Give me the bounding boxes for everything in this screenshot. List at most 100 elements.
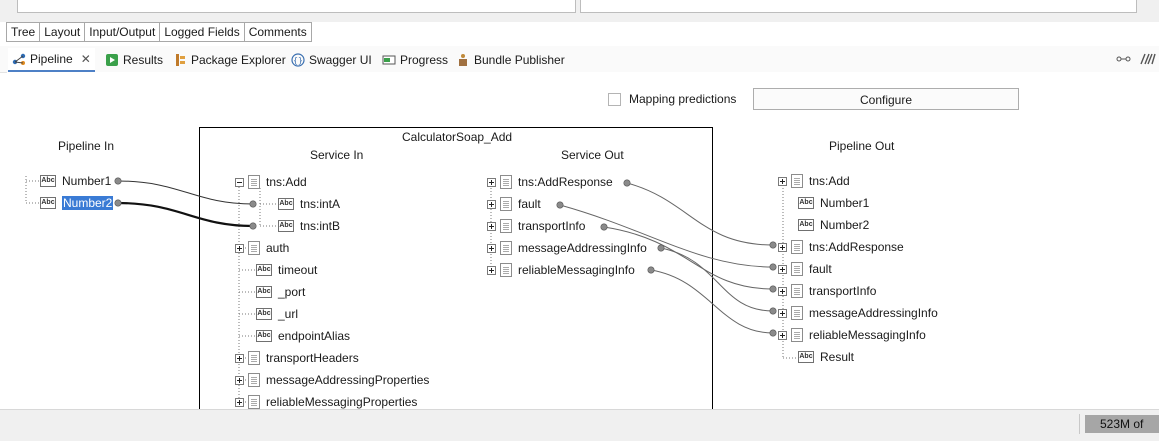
- service-out-add-response-port[interactable]: [623, 179, 631, 187]
- upper-panel-strip: [0, 0, 1159, 22]
- pipeline-in-number2-port[interactable]: [114, 199, 122, 207]
- link-addresponse[interactable]: [626, 182, 774, 246]
- service-in-url[interactable]: Abc _url: [256, 305, 298, 323]
- configure-button[interactable]: Configure: [753, 88, 1019, 110]
- expand-icon[interactable]: [487, 177, 496, 187]
- service-in-timeout[interactable]: Abc timeout: [256, 261, 317, 279]
- expand-icon[interactable]: [487, 221, 496, 231]
- expand-icon[interactable]: [235, 375, 244, 385]
- tab-input-output[interactable]: Input/Output: [85, 22, 161, 42]
- tab-package-explorer[interactable]: Package Explorer: [173, 51, 286, 69]
- expand-icon[interactable]: [487, 199, 496, 209]
- pipeline-out-add[interactable]: tns:Add: [778, 172, 850, 190]
- service-out-reliable-messaging-info-port[interactable]: [647, 266, 655, 274]
- minimize-icon[interactable]: [1116, 52, 1132, 66]
- link-number1-inta[interactable]: [117, 180, 254, 205]
- expand-icon[interactable]: [235, 397, 244, 407]
- tab-bundle-publisher[interactable]: Bundle Publisher: [456, 51, 565, 69]
- maximize-icon[interactable]: [1138, 51, 1156, 67]
- progress-icon: [382, 53, 396, 67]
- pipeline-out-transport-info[interactable]: transportInfo: [778, 282, 876, 300]
- service-out-transport-info[interactable]: transportInfo: [487, 217, 585, 235]
- service-in-endpoint-alias[interactable]: Abc endpointAlias: [256, 327, 350, 345]
- abc-field-icon: Abc: [278, 220, 294, 232]
- expand-icon[interactable]: [778, 286, 787, 296]
- service-out-add-response-label: tns:AddResponse: [518, 175, 613, 189]
- expand-icon[interactable]: [235, 353, 244, 363]
- status-separator: [1079, 414, 1080, 434]
- service-in-transport-headers[interactable]: transportHeaders: [235, 349, 359, 367]
- tab-pipeline[interactable]: Pipeline ✕: [8, 48, 95, 72]
- service-in-add[interactable]: tns:Add: [235, 173, 307, 191]
- results-icon: [105, 53, 119, 67]
- service-out-message-addressing-info[interactable]: messageAddressingInfo: [487, 239, 647, 257]
- pipeline-in-number2[interactable]: Abc Number2: [40, 194, 114, 212]
- expand-icon[interactable]: [778, 264, 787, 274]
- pipeline-out-result[interactable]: Abc Result: [798, 348, 854, 366]
- expand-icon[interactable]: [778, 176, 787, 186]
- service-out-message-addressing-info-port[interactable]: [657, 244, 665, 252]
- expand-icon[interactable]: [778, 242, 787, 252]
- pipeline-out-message-addressing-info[interactable]: messageAddressingInfo: [778, 304, 938, 322]
- expand-icon[interactable]: [487, 265, 496, 275]
- mapping-predictions-checkbox[interactable]: [608, 93, 621, 106]
- link-transport-info[interactable]: [603, 226, 774, 290]
- pipeline-out-add-response[interactable]: tns:AddResponse: [778, 238, 904, 256]
- pipeline-out-number1[interactable]: Abc Number1: [798, 194, 869, 212]
- abc-field-icon: Abc: [256, 286, 272, 298]
- link-reliable-messaging-info[interactable]: [650, 269, 774, 334]
- document-icon: [500, 197, 512, 211]
- service-in-reliable-messaging-properties[interactable]: reliableMessagingProperties: [235, 393, 417, 411]
- tab-progress[interactable]: Progress: [382, 51, 448, 69]
- tab-logged-fields[interactable]: Logged Fields: [160, 22, 245, 42]
- service-out-reliable-messaging-info[interactable]: reliableMessagingInfo: [487, 261, 635, 279]
- pipeline-out-transport-info-port[interactable]: [769, 285, 777, 293]
- expand-icon[interactable]: [778, 308, 787, 318]
- service-in-int-b[interactable]: Abc tns:intB: [278, 217, 340, 235]
- pipeline-out-number2[interactable]: Abc Number2: [798, 216, 869, 234]
- heap-status[interactable]: 523M of: [1085, 415, 1159, 433]
- tab-swagger-ui[interactable]: {} Swagger UI: [291, 51, 372, 69]
- service-out-fault[interactable]: fault: [487, 195, 541, 213]
- pipeline-in-number1-port[interactable]: [114, 177, 122, 185]
- document-icon: [500, 241, 512, 255]
- status-bar: [0, 409, 1159, 441]
- link-fault[interactable]: [559, 204, 774, 268]
- service-out-add-response[interactable]: tns:AddResponse: [487, 173, 613, 191]
- service-in-int-b-port[interactable]: [249, 222, 257, 230]
- pipeline-out-reliable-messaging-info-port[interactable]: [769, 329, 777, 337]
- collapse-icon[interactable]: [235, 177, 244, 187]
- pipeline-out-fault-port[interactable]: [769, 263, 777, 271]
- pipeline-out-add-response-port[interactable]: [769, 241, 777, 249]
- link-number2-intb[interactable]: [117, 201, 254, 228]
- close-icon[interactable]: ✕: [80, 52, 91, 66]
- service-in-auth[interactable]: auth: [235, 239, 289, 257]
- upper-field-right[interactable]: [580, 0, 1137, 13]
- tab-comments[interactable]: Comments: [244, 22, 312, 42]
- pipeline-out-message-addressing-info-port[interactable]: [769, 307, 777, 315]
- svg-text:{}: {}: [293, 56, 303, 65]
- expand-icon[interactable]: [487, 243, 496, 253]
- pipeline-out-reliable-messaging-info[interactable]: reliableMessagingInfo: [778, 326, 926, 344]
- expand-icon[interactable]: [235, 243, 244, 253]
- tab-results-label: Results: [123, 53, 164, 67]
- document-icon: [248, 241, 260, 255]
- service-in-int-a-port[interactable]: [249, 200, 257, 208]
- abc-field-icon: Abc: [40, 197, 56, 209]
- pipeline-in-number2-label: Number2: [62, 196, 114, 210]
- pipeline-out-fault[interactable]: fault: [778, 260, 832, 278]
- service-out-fault-port[interactable]: [556, 201, 564, 209]
- expand-icon[interactable]: [778, 330, 787, 340]
- service-in-port[interactable]: Abc _port: [256, 283, 305, 301]
- service-in-message-addressing-properties[interactable]: messageAddressingProperties: [235, 371, 429, 389]
- tab-layout[interactable]: Layout: [40, 22, 86, 42]
- tab-results[interactable]: Results: [105, 51, 163, 69]
- service-in-port-label: _port: [278, 285, 306, 299]
- link-message-addressing-info[interactable]: [660, 247, 774, 312]
- pipeline-out-add-label: tns:Add: [809, 174, 850, 188]
- service-out-transport-info-port[interactable]: [600, 223, 608, 231]
- tab-tree[interactable]: Tree: [6, 22, 41, 42]
- pipeline-in-number1[interactable]: Abc Number1: [40, 172, 111, 190]
- upper-field-left[interactable]: [17, 0, 576, 13]
- service-in-int-a[interactable]: Abc tns:intA: [278, 195, 340, 213]
